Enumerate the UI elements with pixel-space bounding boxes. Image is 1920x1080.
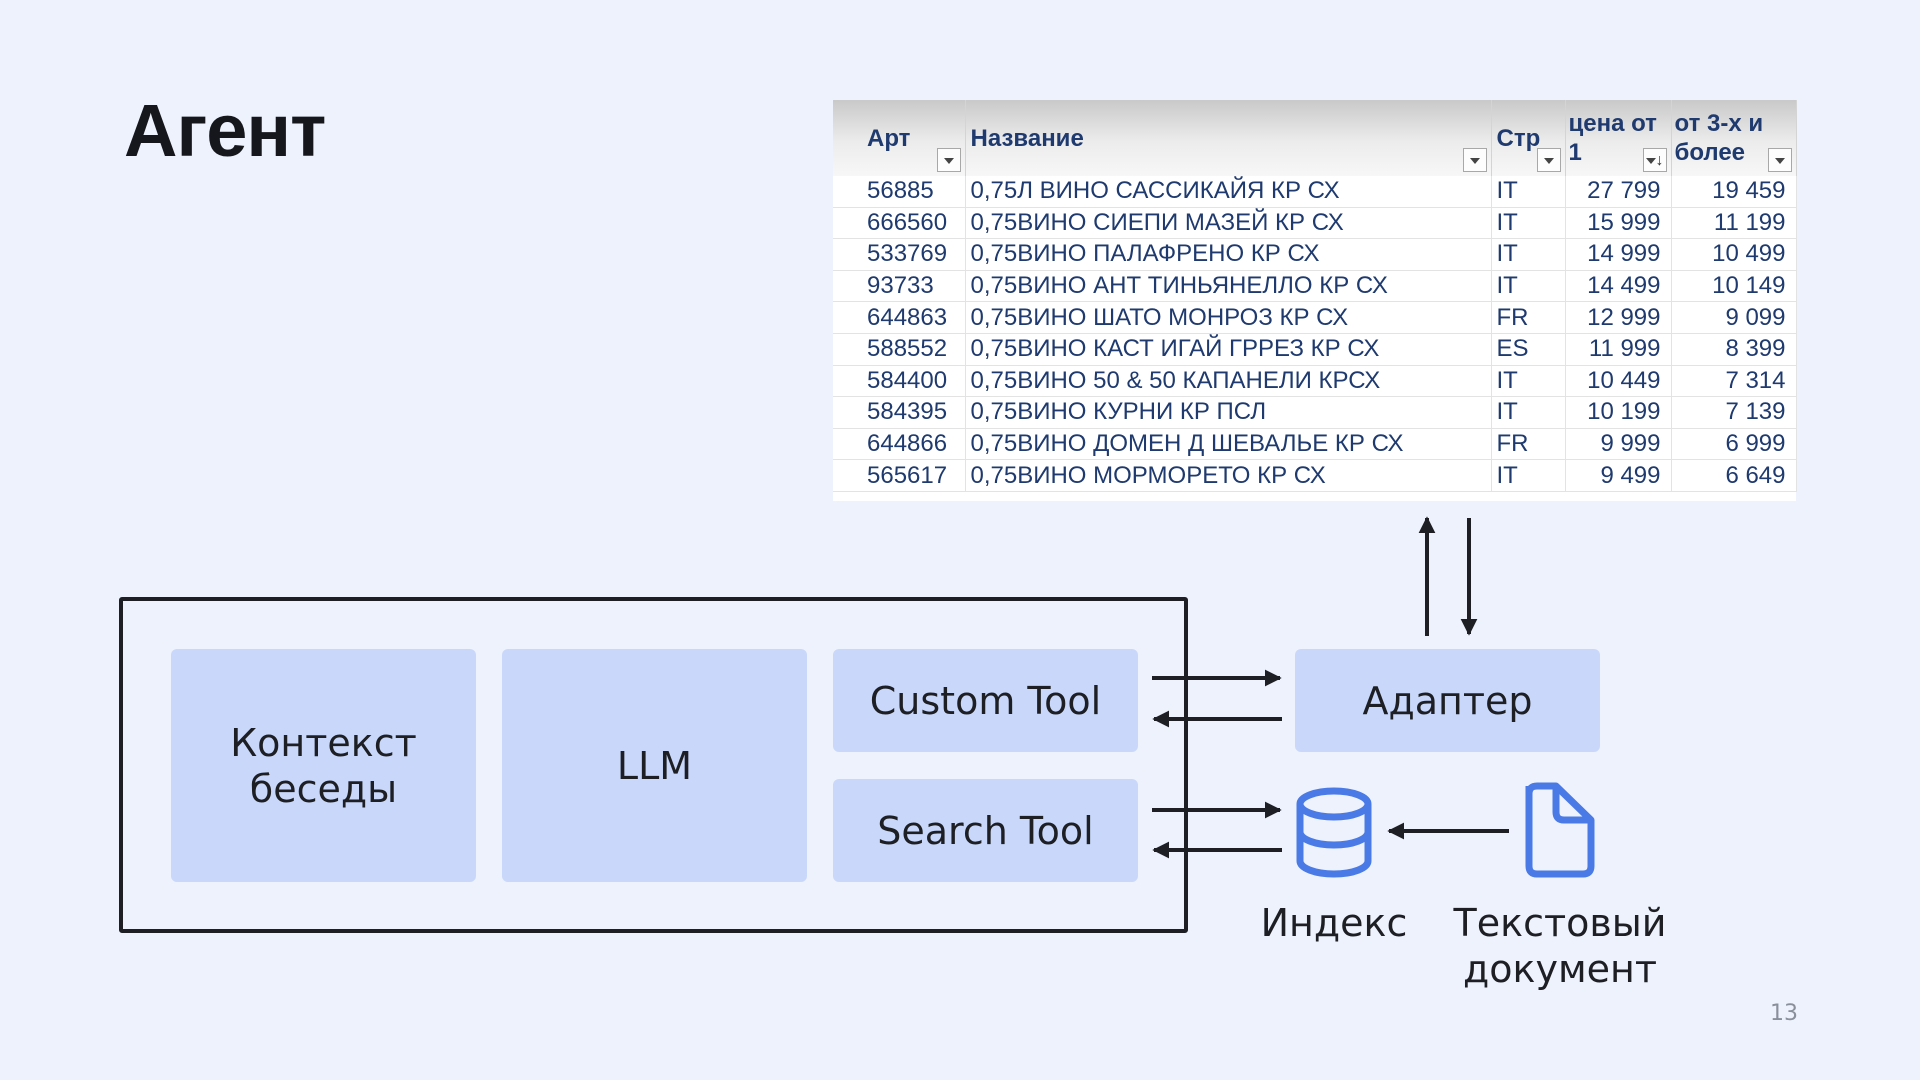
cell-price-3: 11 199 xyxy=(1671,207,1797,240)
cell-price-3: 7 139 xyxy=(1671,396,1797,429)
cell-art: 666560 xyxy=(833,207,966,240)
cell-price-3: 6 649 xyxy=(1671,459,1797,492)
search-tool-box: Search Tool xyxy=(833,779,1138,882)
cell-country: FR xyxy=(1491,301,1566,334)
cell-price-1: 11 999 xyxy=(1565,333,1672,366)
llm-box: LLM xyxy=(502,649,807,882)
cell-art: 565617 xyxy=(833,459,966,492)
page-number: 13 xyxy=(1770,1001,1798,1026)
cell-art: 93733 xyxy=(833,270,966,303)
cell-price-3: 8 399 xyxy=(1671,333,1797,366)
filter-dropdown-icon[interactable] xyxy=(936,148,961,172)
slide-title: Агент xyxy=(124,89,326,172)
cell-art: 584400 xyxy=(833,365,966,398)
cell-country: ES xyxy=(1491,333,1566,366)
price-table: Арт Название Стр цена от 1 от 3-х xyxy=(833,100,1797,501)
cell-country: IT xyxy=(1491,207,1566,240)
header-price-3: от 3-х и более xyxy=(1671,100,1797,176)
filter-dropdown-icon[interactable] xyxy=(1536,148,1561,172)
agent-frame xyxy=(119,597,1188,933)
cell-price-3: 10 499 xyxy=(1671,238,1797,271)
cell-art: 584395 xyxy=(833,396,966,429)
cell-price-1: 9 499 xyxy=(1565,459,1672,492)
cell-art: 533769 xyxy=(833,238,966,271)
cell-name: 0,75ВИНО КАСТ ИГАЙ ГРРЕЗ КР СХ xyxy=(965,333,1492,366)
cell-country: IT xyxy=(1491,176,1566,208)
cell-price-3: 10 149 xyxy=(1671,270,1797,303)
cell-name: 0,75ВИНО АНТ ТИНЬЯНЕЛЛО КР СХ xyxy=(965,270,1492,303)
cell-name: 0,75ВИНО МОРМОРЕТО КР СХ xyxy=(965,459,1492,492)
cell-price-1: 14 499 xyxy=(1565,270,1672,303)
custom-tool-box: Custom Tool xyxy=(833,649,1138,752)
header-name: Название xyxy=(965,100,1492,176)
document-label: Текстовый документ xyxy=(1453,901,1667,991)
sort-filter-dropdown-icon[interactable] xyxy=(1642,146,1667,175)
cell-name: 0,75ВИНО ДОМЕН Д ШЕВАЛЬЕ КР СХ xyxy=(965,428,1492,461)
cell-name: 0,75ВИНО СИЕПИ МАЗЕЙ КР СХ xyxy=(965,207,1492,240)
cell-art: 644863 xyxy=(833,301,966,334)
cell-price-1: 15 999 xyxy=(1565,207,1672,240)
cell-name: 0,75ВИНО КУРНИ КР ПСЛ xyxy=(965,396,1492,429)
cell-name: 0,75ВИНО 50 & 50 КАПАНЕЛИ КРСХ xyxy=(965,365,1492,398)
cell-country: IT xyxy=(1491,238,1566,271)
index-label: Индекс xyxy=(1260,901,1408,945)
header-country: Стр xyxy=(1491,100,1566,176)
cell-art: 644866 xyxy=(833,428,966,461)
cell-country: IT xyxy=(1491,396,1566,429)
cell-price-3: 9 099 xyxy=(1671,301,1797,334)
cell-price-1: 27 799 xyxy=(1565,176,1672,208)
cell-name: 0,75ВИНО ПАЛАФРЕНО КР СХ xyxy=(965,238,1492,271)
cell-country: FR xyxy=(1491,428,1566,461)
cell-name: 0,75ВИНО ШАТО МОНРОЗ КР СХ xyxy=(965,301,1492,334)
cell-art: 588552 xyxy=(833,333,966,366)
cell-art: 56885 xyxy=(833,176,966,208)
header-art: Арт xyxy=(833,100,966,176)
header-price-1: цена от 1 xyxy=(1565,100,1672,176)
cell-price-1: 12 999 xyxy=(1565,301,1672,334)
document-icon xyxy=(1525,782,1595,878)
database-icon xyxy=(1296,787,1372,878)
cell-name: 0,75Л ВИНО САССИКАЙЯ КР СХ xyxy=(965,176,1492,208)
cell-price-1: 14 999 xyxy=(1565,238,1672,271)
cell-price-1: 10 199 xyxy=(1565,396,1672,429)
cell-price-3: 7 314 xyxy=(1671,365,1797,398)
conversation-context-box: Контекст беседы xyxy=(171,649,476,882)
cell-price-3: 19 459 xyxy=(1671,176,1797,208)
cell-price-1: 9 999 xyxy=(1565,428,1672,461)
cell-country: IT xyxy=(1491,270,1566,303)
table-header-row: Арт Название Стр цена от 1 от 3-х xyxy=(833,100,1797,176)
adapter-box: Адаптер xyxy=(1295,649,1600,752)
filter-dropdown-icon[interactable] xyxy=(1767,148,1792,172)
cell-country: IT xyxy=(1491,459,1566,492)
cell-country: IT xyxy=(1491,365,1566,398)
cell-price-1: 10 449 xyxy=(1565,365,1672,398)
filter-dropdown-icon[interactable] xyxy=(1462,148,1487,172)
cell-price-3: 6 999 xyxy=(1671,428,1797,461)
